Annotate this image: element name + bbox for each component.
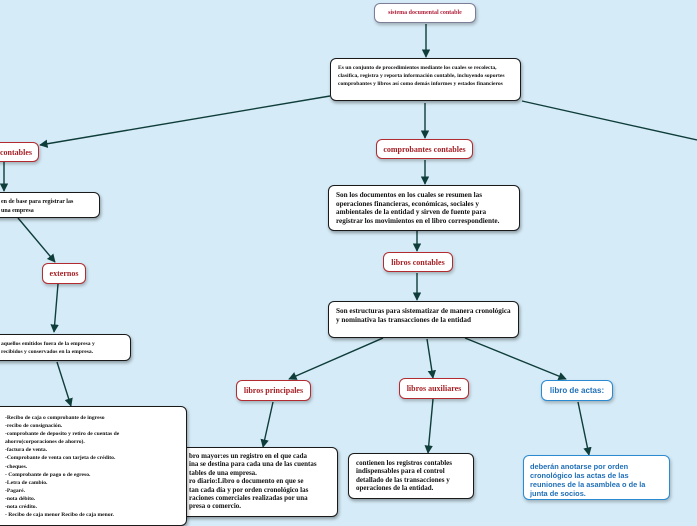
principales-desc-box[interactable]: bro mayor:es un registro en el que cada …	[170, 447, 338, 517]
principales-title[interactable]: libros principales	[236, 380, 311, 401]
edge-definition-right	[521, 100, 697, 141]
edge-auxiliares-desc	[424, 398, 434, 454]
actas-title[interactable]: libro de actas:	[541, 380, 613, 401]
edge-definition-left	[39, 95, 331, 148]
edge-libros-actas	[464, 337, 567, 381]
auxiliares-title[interactable]: libros auxiliares	[399, 378, 469, 399]
comprobantes-desc: Son los documentos en los cuales se resu…	[336, 191, 500, 225]
edge-actas-desc	[577, 401, 592, 456]
libros-title[interactable]: libros contables	[383, 252, 453, 272]
examples-list: -Recibo de caja o comprobante de ingreso…	[5, 415, 120, 519]
actas-desc-box[interactable]: deberán anotarse por orden cronológico l…	[523, 455, 670, 500]
externos-title[interactable]: externos	[42, 263, 86, 284]
definition-box[interactable]: Es un conjunto de procedimientos mediant…	[330, 58, 521, 101]
edge-leftdesc-externos	[17, 217, 56, 263]
comprobantes-desc-box[interactable]: Son los documentos en los cuales se resu…	[328, 185, 520, 231]
externos-desc-box[interactable]: aquellos emitidos fuera de la empresa y …	[0, 334, 131, 361]
comprobantes-title[interactable]: comprobantes contables	[376, 139, 473, 159]
edge-externos-desc	[50, 283, 59, 333]
root-title[interactable]: sistema documental contable	[374, 3, 476, 23]
libros-desc: Son estructuras para sistematizar de man…	[336, 307, 511, 324]
edge-principales-desc	[260, 401, 274, 448]
left-branch-title[interactable]: contables	[0, 142, 39, 162]
examples-box[interactable]: -Recibo de caja o comprobante de ingreso…	[0, 406, 187, 526]
edge-libros-auxiliares	[426, 338, 437, 379]
definition-text: Es un conjunto de procedimientos mediant…	[338, 65, 505, 87]
principales-desc: bro mayor:es un registro en el que cada …	[189, 452, 317, 511]
auxiliares-desc: contienen los registros contables indisp…	[356, 459, 452, 493]
libros-desc-box[interactable]: Son estructuras para sistematizar de man…	[328, 301, 519, 338]
edge-externosdesc-examples	[56, 361, 73, 407]
left-branch-desc-box[interactable]: en de base para registrar las una empres…	[0, 192, 100, 218]
auxiliares-desc-box[interactable]: contienen los registros contables indisp…	[348, 453, 474, 499]
edge-libros-principales	[288, 337, 384, 380]
actas-desc: deberán anotarse por orden cronológico l…	[530, 462, 646, 498]
left-branch-desc: en de base para registrar las una empres…	[1, 199, 74, 214]
externos-desc: aquellos emitidos fuera de la empresa y …	[1, 341, 95, 355]
